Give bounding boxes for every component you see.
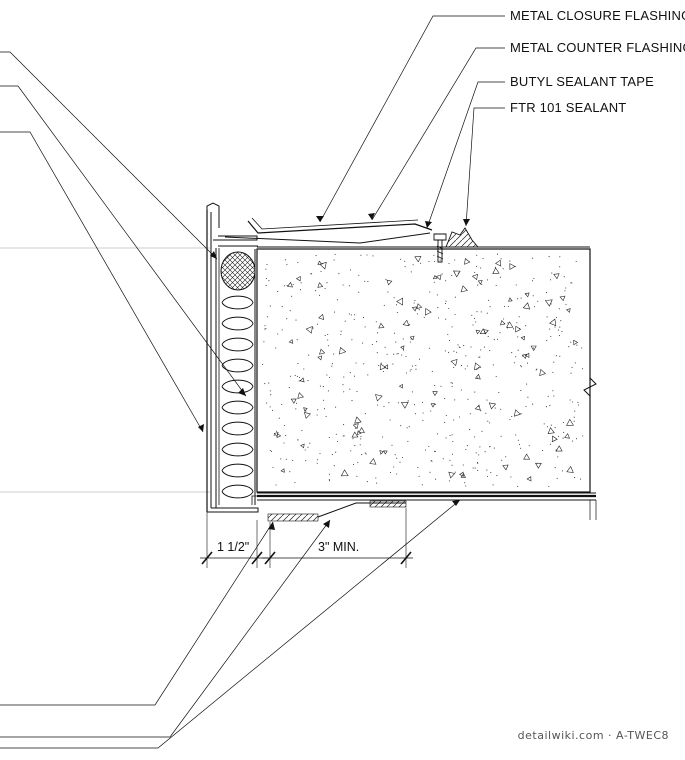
callout-ftr-101-sealant: FTR 101 SEALANT	[510, 100, 627, 115]
ftr-101-sealant	[445, 227, 479, 248]
dimension-lines	[200, 508, 413, 568]
insulation	[221, 295, 254, 499]
callout-metal-closure-flashing: METAL CLOSURE FLASHING	[510, 8, 685, 23]
reference-lines	[0, 247, 210, 493]
backer-rod	[220, 251, 256, 291]
concrete-aggregate	[262, 253, 584, 488]
metal-flashing	[213, 217, 590, 263]
dimension-label-3-min: 3" MIN.	[318, 540, 360, 554]
roof-membrane-layers	[257, 492, 597, 520]
wall-assembly	[206, 202, 259, 513]
bottom-hatched-strip	[267, 500, 407, 522]
arrowheads	[198, 213, 470, 530]
concrete-deck	[256, 248, 597, 493]
callout-butyl-sealant-tape: BUTYL SEALANT TAPE	[510, 74, 655, 89]
callout-metal-counter-flashing: METAL COUNTER FLASHING	[510, 40, 685, 55]
leader-lines	[0, 15, 505, 749]
dimension-label-1-1-2: 1 1/2"	[217, 540, 250, 554]
watermark: detailwiki.com · A-TWEC8	[517, 729, 669, 742]
